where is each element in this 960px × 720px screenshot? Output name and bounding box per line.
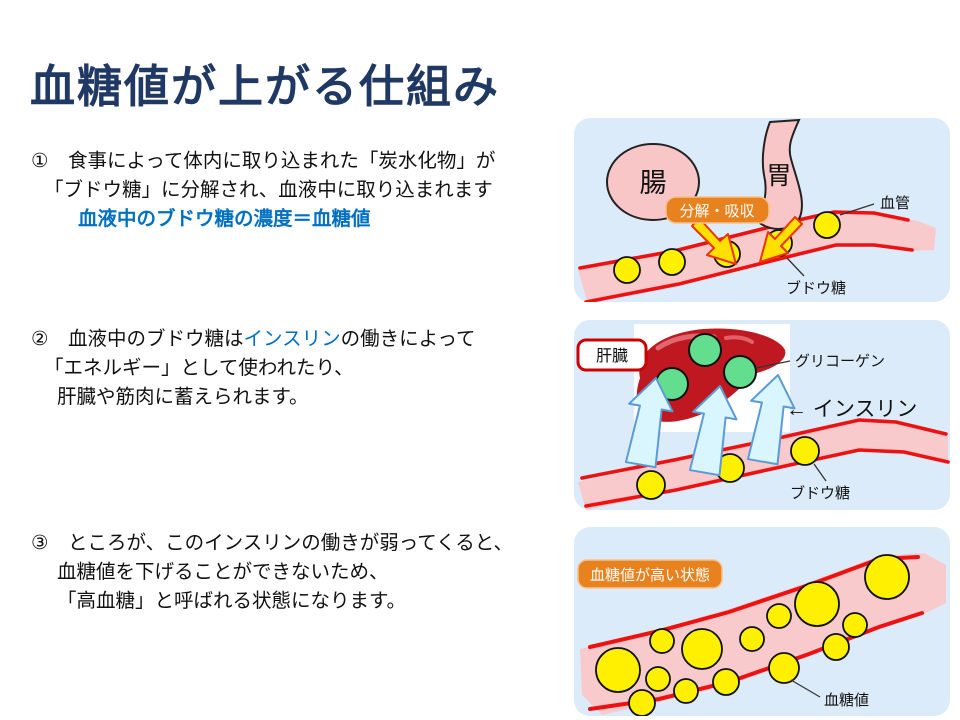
- vessel-fill: [578, 212, 936, 302]
- vessel-wall-top: [580, 418, 948, 480]
- glucose-circle: [658, 248, 686, 276]
- bullet-3: ③ ところが、このインスリンの働きが弱ってくると、 血糖値を下げることができない…: [31, 529, 576, 616]
- glucose-circle: [649, 628, 675, 654]
- blood-sugar-pointer-line: [790, 679, 821, 698]
- glucose-circle: [628, 689, 656, 716]
- diagram-high-blood-sugar: 血糖値が高い状態 血糖値: [574, 527, 950, 716]
- bullet-1-line-1: ① 食事によって体内に取り込まれた「炭水化物」が: [31, 150, 496, 172]
- high-blood-sugar-badge: 血糖値が高い状態: [577, 559, 723, 589]
- glucose-circle: [636, 470, 666, 500]
- glucose-circle: [712, 668, 740, 696]
- insulin-label: ← インスリン: [786, 398, 917, 421]
- glucose-pointer-line: [813, 463, 827, 482]
- vessel-label: 血管: [880, 195, 910, 212]
- annotations: 血管 ブドウ糖: [786, 195, 910, 297]
- diagram-digestion: 腸 胃 分解・吸収 血管 ブドウ糖: [574, 118, 950, 302]
- bullet-2: ② 血液中のブドウ糖はインスリンの働きによって 「エネルギー」として使われたり、…: [31, 325, 576, 412]
- glucose-circle: [673, 678, 699, 704]
- diagram-digestion-panel: 腸 胃 分解・吸収 血管 ブドウ糖: [574, 118, 950, 302]
- glycogen-circle: [688, 333, 722, 367]
- absorb-arrow-icon: [759, 216, 803, 263]
- glycogen-circle: [723, 355, 757, 389]
- diagram-insulin: 肝臓 グリコーゲン ← インスリン ブドウ糖: [574, 320, 950, 510]
- bullet-2-line-1: ② 血液中のブドウ糖はインスリンの働きによって: [31, 328, 476, 350]
- bullet-1: ① 食事によって体内に取り込まれた「炭水化物」が 「ブドウ糖」に分解され、血液中…: [31, 147, 576, 234]
- absorption-arrows: [691, 216, 803, 265]
- stomach-label: 胃: [766, 162, 791, 190]
- glucose-label: ブドウ糖: [786, 279, 846, 297]
- diagram-high-blood-sugar-panel: 血糖値が高い状態 血糖値: [574, 527, 950, 716]
- liver-tag-label: 肝臓: [596, 347, 628, 365]
- glycogen-pointer-line: [755, 360, 791, 369]
- absorption-badge-label: 分解・吸収: [679, 203, 754, 220]
- intestine-label: 腸: [640, 168, 667, 198]
- glucose-circle: [613, 256, 641, 284]
- vessel-wall-bottom: [584, 243, 914, 302]
- blood-sugar-label: 血糖値: [824, 692, 869, 709]
- bullet-3-line-2: 血糖値を下げることができないため、: [57, 561, 389, 583]
- bullet-3-line-3: 「高血糖」と呼ばれる状態になります。: [57, 590, 407, 612]
- glucose-circle: [766, 603, 792, 629]
- vessel-fill: [578, 421, 948, 510]
- glucose-circle: [645, 666, 671, 692]
- glucose-circle: [681, 628, 723, 670]
- glucose-circle: [790, 436, 820, 466]
- liver-tag: 肝臓: [576, 338, 648, 372]
- diagram-insulin-panel: 肝臓 グリコーゲン ← インスリン ブドウ糖: [574, 320, 950, 510]
- bullet-2-line-2: 「エネルギー」として使われたり、: [44, 357, 354, 379]
- glucose-circle: [813, 211, 841, 239]
- glucose-circle: [768, 652, 800, 684]
- glucose-circle: [822, 633, 850, 661]
- glucose-circle: [595, 647, 641, 693]
- glucose-circle: [842, 612, 868, 638]
- vessel-pointer-line: [839, 203, 875, 216]
- glucose-circle: [864, 554, 910, 600]
- insulin-keyword: インスリン: [243, 328, 341, 350]
- glucose-pointer-line: [786, 257, 805, 277]
- glucose-circles: [595, 554, 910, 716]
- glucose-label: ブドウ糖: [790, 484, 850, 502]
- glycogen-label: グリコーゲン: [795, 353, 885, 370]
- bullet-1-line-2: 「ブドウ糖」に分解され、血液中に取り込まれます: [44, 179, 493, 201]
- glucose-circle: [739, 626, 765, 652]
- bullet-3-line-1: ③ ところが、このインスリンの働きが弱ってくると、: [31, 532, 513, 554]
- annotations: グリコーゲン ← インスリン ブドウ糖: [755, 353, 917, 502]
- liver-highlight: [724, 335, 754, 344]
- bullet-2-line-3: 肝臓や筋肉に蓄えられます。: [57, 386, 309, 408]
- glucose-circle: [794, 581, 840, 627]
- bullet-1-highlight: 血液中のブドウ糖の濃度＝血糖値: [78, 208, 371, 230]
- page-title: 血糖値が上がる仕組み: [30, 61, 501, 112]
- absorption-badge: 分解・吸収: [665, 196, 770, 224]
- annotations: 血糖値: [790, 679, 869, 709]
- high-blood-sugar-badge-label: 血糖値が高い状態: [590, 567, 710, 584]
